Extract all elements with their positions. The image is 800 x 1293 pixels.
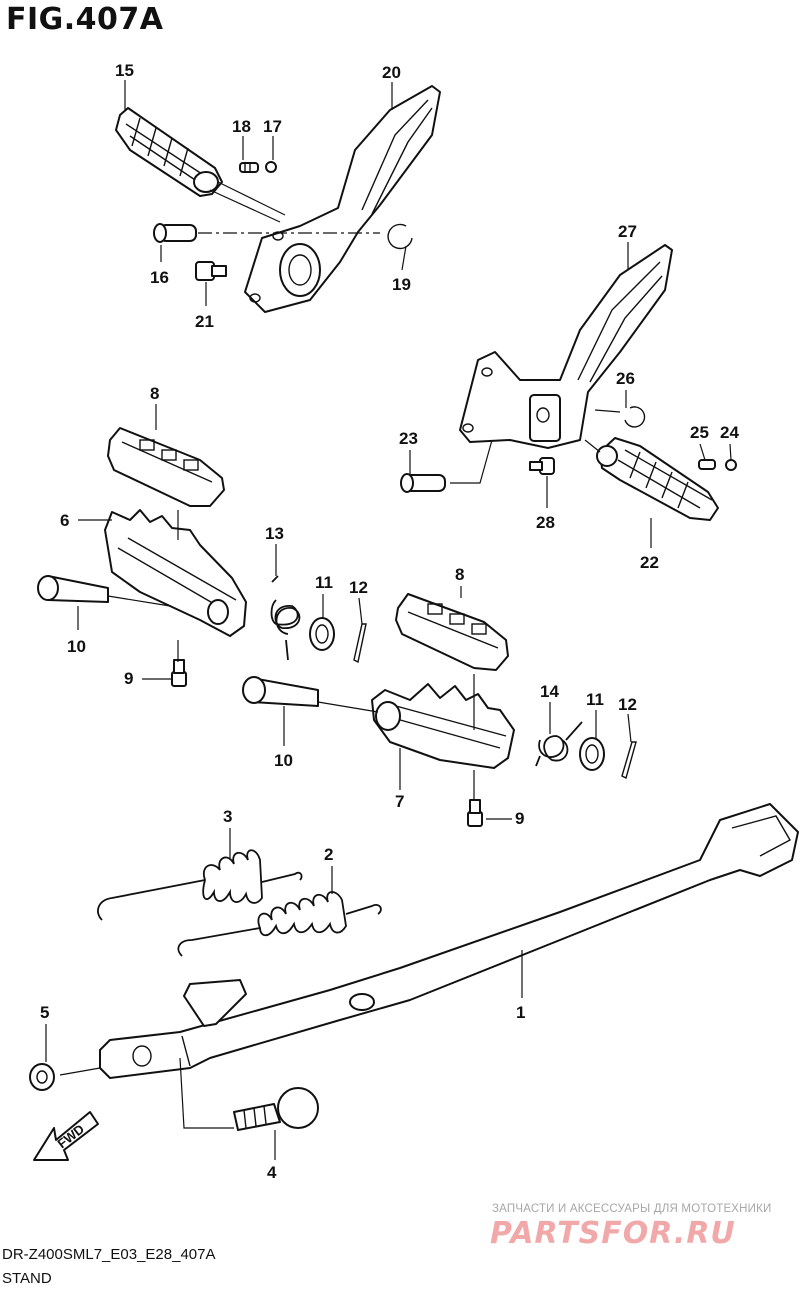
- callout-labels: 15 20 18 17 16 19 21 27 26 23 25 24 28 2…: [40, 61, 739, 1182]
- callout-label: 15: [115, 61, 134, 80]
- part-pad-8-left: [107, 427, 225, 507]
- part-footrest-22: [596, 437, 719, 521]
- part-pin-10-right: [242, 676, 319, 707]
- part-spring-13: [270, 575, 301, 661]
- part-bracket-27: [459, 244, 673, 449]
- fwd-direction-arrow: [33, 1111, 99, 1161]
- callout-label: 7: [395, 792, 404, 811]
- part-pad-8-right: [395, 593, 509, 671]
- callout-label: 12: [349, 578, 368, 597]
- part-bolt-25: [698, 459, 716, 470]
- part-spring-2: [177, 891, 382, 957]
- part-clip-19: [387, 223, 413, 250]
- part-bolt-9-left: [171, 659, 187, 687]
- callout-label: 10: [274, 751, 293, 770]
- callout-label: 24: [720, 423, 739, 442]
- callout-label: 8: [150, 384, 159, 403]
- part-washer-11-left: [309, 617, 335, 651]
- callout-label: 2: [324, 845, 333, 864]
- callout-label: 8: [455, 565, 464, 584]
- figure-title: FIG.407A: [6, 2, 164, 37]
- watermark-tagline: ЗАПЧАСТИ И АКСЕССУАРЫ ДЛЯ МОТОТЕХНИКИ: [492, 1203, 772, 1215]
- part-spring-14: [535, 721, 583, 767]
- callout-label: 5: [40, 1003, 49, 1022]
- part-clip-26: [624, 406, 646, 428]
- callout-label: 25: [690, 423, 709, 442]
- callout-label: 23: [399, 429, 418, 448]
- part-stand-1: [99, 803, 799, 1079]
- part-nut-24: [725, 459, 737, 471]
- callout-label: 28: [536, 513, 555, 532]
- callout-label: 17: [263, 117, 282, 136]
- part-bolt-9-right: [467, 799, 483, 827]
- part-pin-16: [153, 223, 197, 243]
- callout-label: 1: [516, 1003, 525, 1022]
- part-pin-10-left: [37, 575, 109, 603]
- part-bolt-21: [195, 261, 227, 281]
- section-name: STAND: [2, 1270, 52, 1287]
- part-washer-11-right: [579, 737, 605, 771]
- callout-label: 12: [618, 695, 637, 714]
- callout-label: 10: [67, 637, 86, 656]
- part-bolt-28: [529, 457, 555, 475]
- part-footrest-15: [115, 107, 223, 197]
- callout-label: 20: [382, 63, 401, 82]
- part-footpeg-6: [104, 509, 247, 637]
- callout-label: 3: [223, 807, 232, 826]
- part-spring-3: [97, 849, 303, 921]
- part-cotter-12-right: [621, 741, 637, 780]
- watermark-logo: PARTSFOR.RU: [490, 1216, 736, 1251]
- part-cotter-12-left: [353, 623, 367, 664]
- part-nut-5: [29, 1063, 55, 1091]
- callout-label: 11: [586, 690, 604, 709]
- callout-label: 6: [60, 511, 69, 530]
- part-bolt-4: [233, 1087, 319, 1131]
- callout-label: 27: [618, 222, 637, 241]
- callout-label: 22: [640, 553, 659, 572]
- callout-label: 9: [124, 669, 133, 688]
- callout-label: 16: [150, 268, 169, 287]
- callout-label: 13: [265, 524, 284, 543]
- part-bolt-18: [239, 162, 259, 173]
- part-footpeg-7: [371, 683, 515, 769]
- callout-label: 19: [392, 275, 411, 294]
- callout-label: 9: [515, 809, 524, 828]
- part-nut-17: [265, 161, 277, 173]
- part-pin-23: [400, 473, 446, 493]
- callout-label: 14: [540, 682, 559, 701]
- diagram-code: DR-Z400SML7_E03_E28_407A: [2, 1246, 216, 1263]
- part-bracket-20: [244, 85, 441, 313]
- callout-leader-lines: [45, 80, 732, 1160]
- callout-label: 11: [315, 573, 333, 592]
- callout-label: 4: [267, 1163, 277, 1182]
- callout-label: 21: [195, 312, 214, 331]
- callout-label: 18: [232, 117, 251, 136]
- callout-label: 26: [616, 369, 635, 388]
